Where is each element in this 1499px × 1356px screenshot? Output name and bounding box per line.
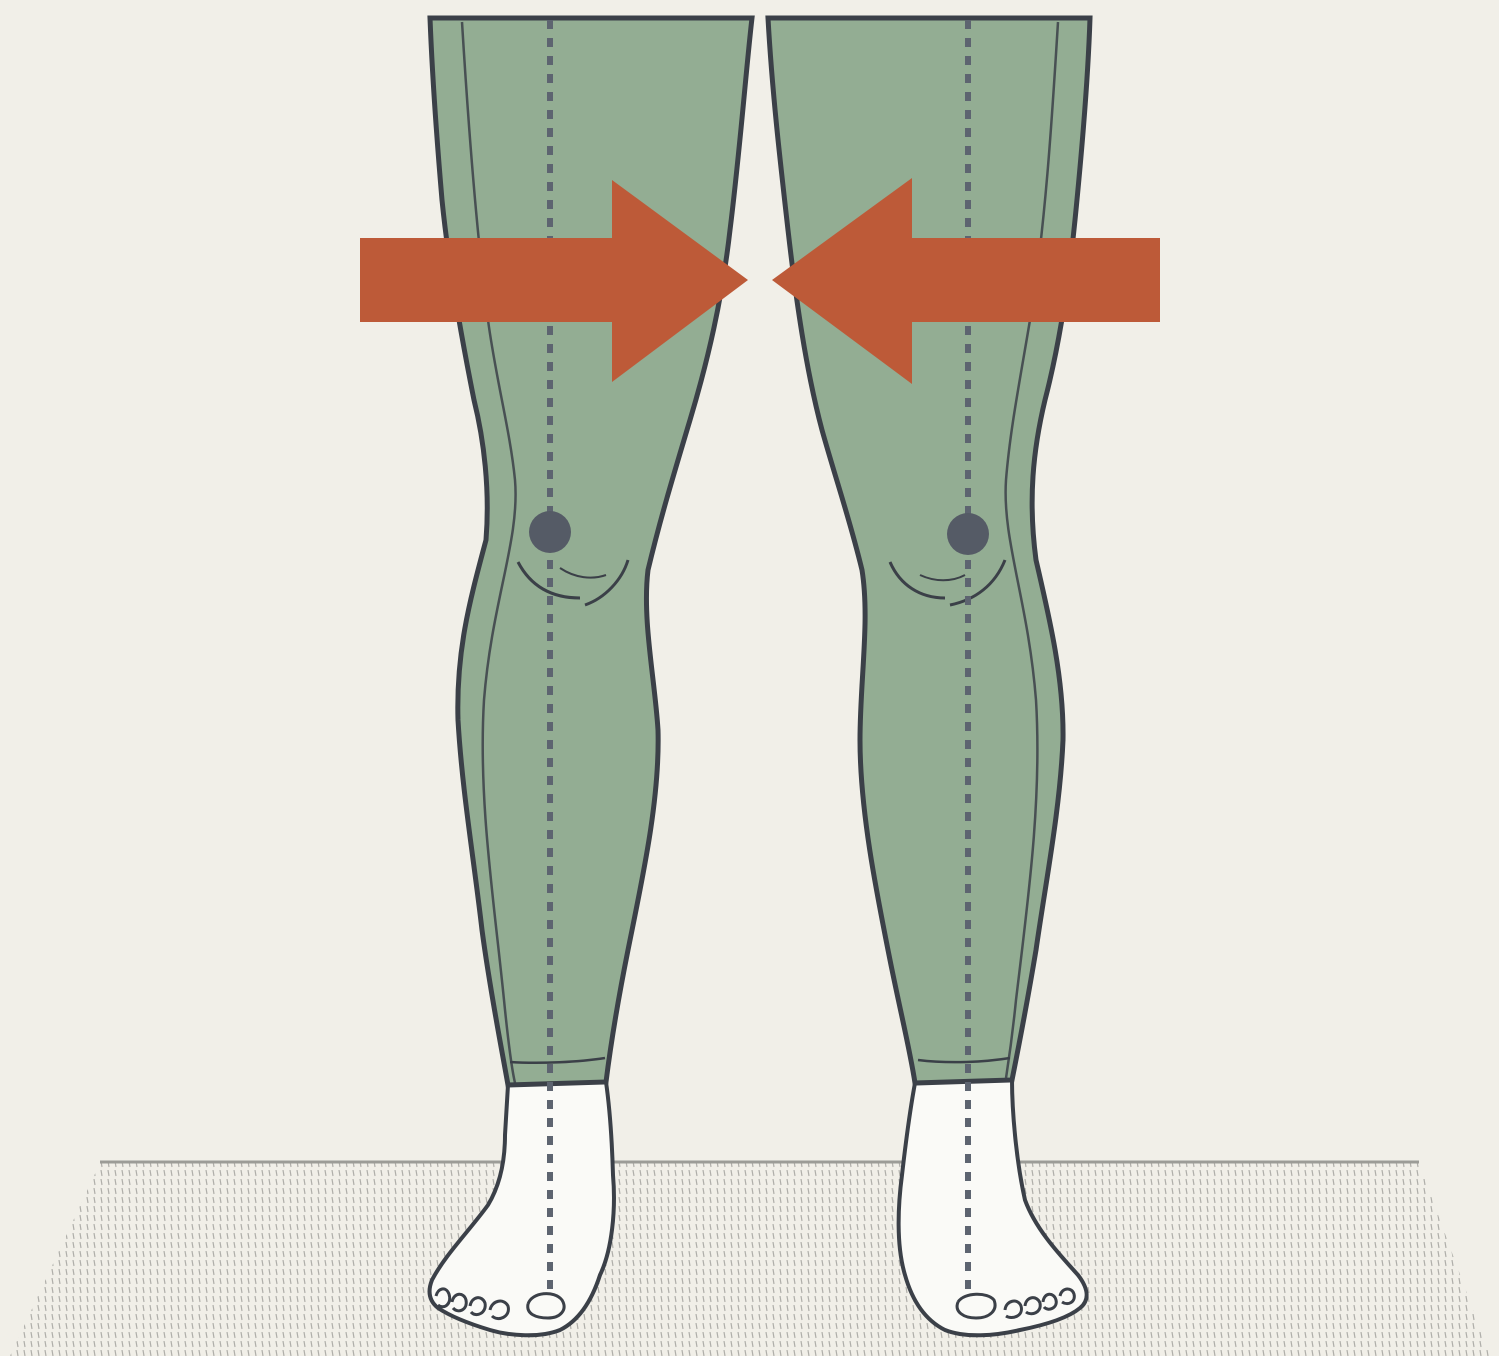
knee-marker-icon — [947, 513, 989, 555]
floor — [10, 1162, 1490, 1356]
knee-marker-icon — [529, 511, 571, 553]
